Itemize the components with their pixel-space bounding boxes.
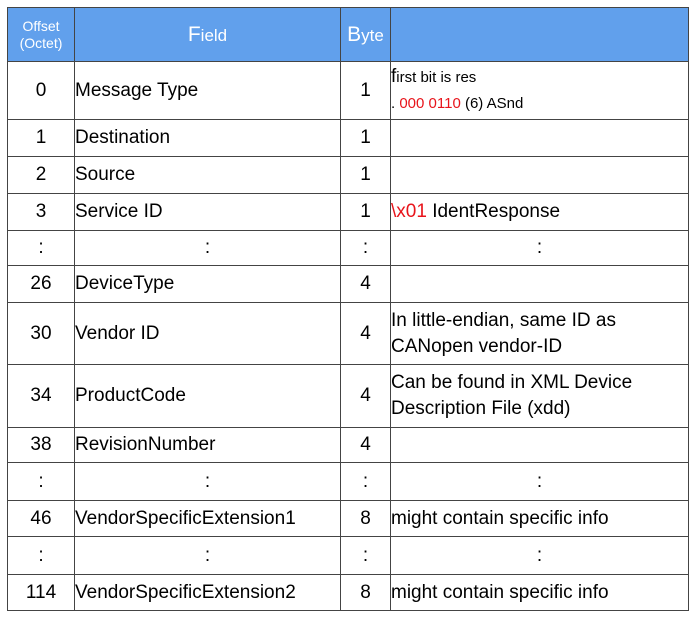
note-cell: might contain specific info: [390, 574, 689, 611]
field-cell: DeviceType: [74, 265, 341, 303]
ellipsis-cell: :: [340, 230, 391, 266]
note-line2-rest: (6) ASnd: [460, 95, 524, 112]
header-field-first: F: [187, 22, 201, 46]
note-line1: irst bit is res: [396, 69, 477, 86]
field-cell: VendorSpecificExtension2: [74, 574, 341, 611]
offset-cell: 3: [7, 193, 75, 231]
field-cell: Source: [74, 156, 341, 194]
offset-cell: 34: [7, 364, 75, 428]
ellipsis-cell: :: [390, 230, 689, 266]
field-cell: Message Type: [74, 61, 341, 120]
header-offset: Offset (Octet): [7, 7, 75, 62]
offset-cell: 38: [7, 427, 75, 463]
byte-cell: 1: [340, 156, 391, 194]
ellipsis-cell: :: [390, 536, 689, 575]
ellipsis-cell: :: [74, 462, 341, 501]
table-row: 114 VendorSpecificExtension2 8 might con…: [7, 574, 689, 611]
byte-cell: 4: [340, 364, 391, 428]
ellipsis-cell: :: [7, 536, 75, 575]
header-field-rest: ield: [200, 25, 228, 45]
offset-cell: 114: [7, 574, 75, 611]
note-cell: might contain specific info: [390, 500, 689, 537]
offset-cell: 26: [7, 265, 75, 303]
ellipsis-cell: :: [340, 536, 391, 575]
header-byte: Byte: [340, 7, 391, 62]
ellipsis-cell: :: [7, 230, 75, 266]
offset-cell: 1: [7, 119, 75, 157]
note-cell: [390, 119, 689, 157]
header-notes: [390, 7, 689, 62]
note-line2: Description File (xdd): [391, 398, 571, 419]
ellipsis-cell: :: [74, 230, 341, 266]
header-offset-line2: (Octet): [19, 34, 63, 51]
header-byte-rest: yte: [361, 25, 384, 45]
note-line2: CANopen vendor-ID: [391, 335, 563, 357]
note-bits: 000 0110: [399, 95, 461, 112]
ellipsis-row: : : : :: [7, 230, 689, 266]
table-row: 3 Service ID 1 \x01 IdentResponse: [7, 193, 689, 231]
ellipsis-row: : : : :: [7, 462, 689, 501]
byte-cell: 8: [340, 500, 391, 537]
ellipsis-cell: :: [74, 536, 341, 575]
offset-cell: 30: [7, 302, 75, 365]
note-line2-prefix: .: [391, 95, 400, 112]
note-cell: first bit is res . 000 0110 (6) ASnd: [390, 61, 689, 120]
note-service-name: IdentResponse: [426, 201, 561, 222]
note-line1: In little-endian, same ID as: [391, 309, 616, 331]
note-cell: [390, 265, 689, 303]
note-cell: Can be found in XML Device Description F…: [390, 364, 689, 428]
ellipsis-cell: :: [390, 462, 689, 501]
note-first-letter: f: [391, 66, 397, 87]
offset-cell: 0: [7, 61, 75, 120]
byte-cell: 8: [340, 574, 391, 611]
note-cell: [390, 156, 689, 194]
byte-cell: 4: [340, 265, 391, 303]
ellipsis-cell: :: [7, 462, 75, 501]
header-field: Field: [74, 7, 341, 62]
field-cell: ProductCode: [74, 364, 341, 428]
field-cell: Destination: [74, 119, 341, 157]
note-cell: In little-endian, same ID as CANopen ven…: [390, 302, 689, 365]
note-cell: [390, 427, 689, 463]
note-cell: \x01 IdentResponse: [390, 193, 689, 231]
protocol-field-table: Offset (Octet) Field Byte 0 Message Type…: [7, 7, 689, 611]
field-cell: Service ID: [74, 193, 341, 231]
offset-cell: 2: [7, 156, 75, 194]
ellipsis-row: : : : :: [7, 536, 689, 575]
field-cell: RevisionNumber: [74, 427, 341, 463]
table-row: 2 Source 1: [7, 156, 689, 194]
table-row: 26 DeviceType 4: [7, 265, 689, 303]
byte-cell: 1: [340, 193, 391, 231]
byte-cell: 4: [340, 427, 391, 463]
header-offset-line1: Offset: [22, 17, 60, 34]
offset-cell: 46: [7, 500, 75, 537]
header-byte-first: B: [347, 22, 362, 46]
note-service-code: \x01: [391, 201, 427, 222]
byte-cell: 4: [340, 302, 391, 365]
table-row: 38 RevisionNumber 4: [7, 427, 689, 463]
note-line1: Can be found in XML Device: [391, 372, 633, 393]
field-cell: VendorSpecificExtension1: [74, 500, 341, 537]
byte-cell: 1: [340, 119, 391, 157]
table-row: 30 Vendor ID 4 In little-endian, same ID…: [7, 302, 689, 365]
table-row: 34 ProductCode 4 Can be found in XML Dev…: [7, 364, 689, 428]
table-row: 1 Destination 1: [7, 119, 689, 157]
table-row: 0 Message Type 1 first bit is res . 000 …: [7, 61, 689, 120]
header-row: Offset (Octet) Field Byte: [7, 7, 689, 62]
table-row: 46 VendorSpecificExtension1 8 might cont…: [7, 500, 689, 537]
field-cell: Vendor ID: [74, 302, 341, 365]
ellipsis-cell: :: [340, 462, 391, 501]
byte-cell: 1: [340, 61, 391, 120]
